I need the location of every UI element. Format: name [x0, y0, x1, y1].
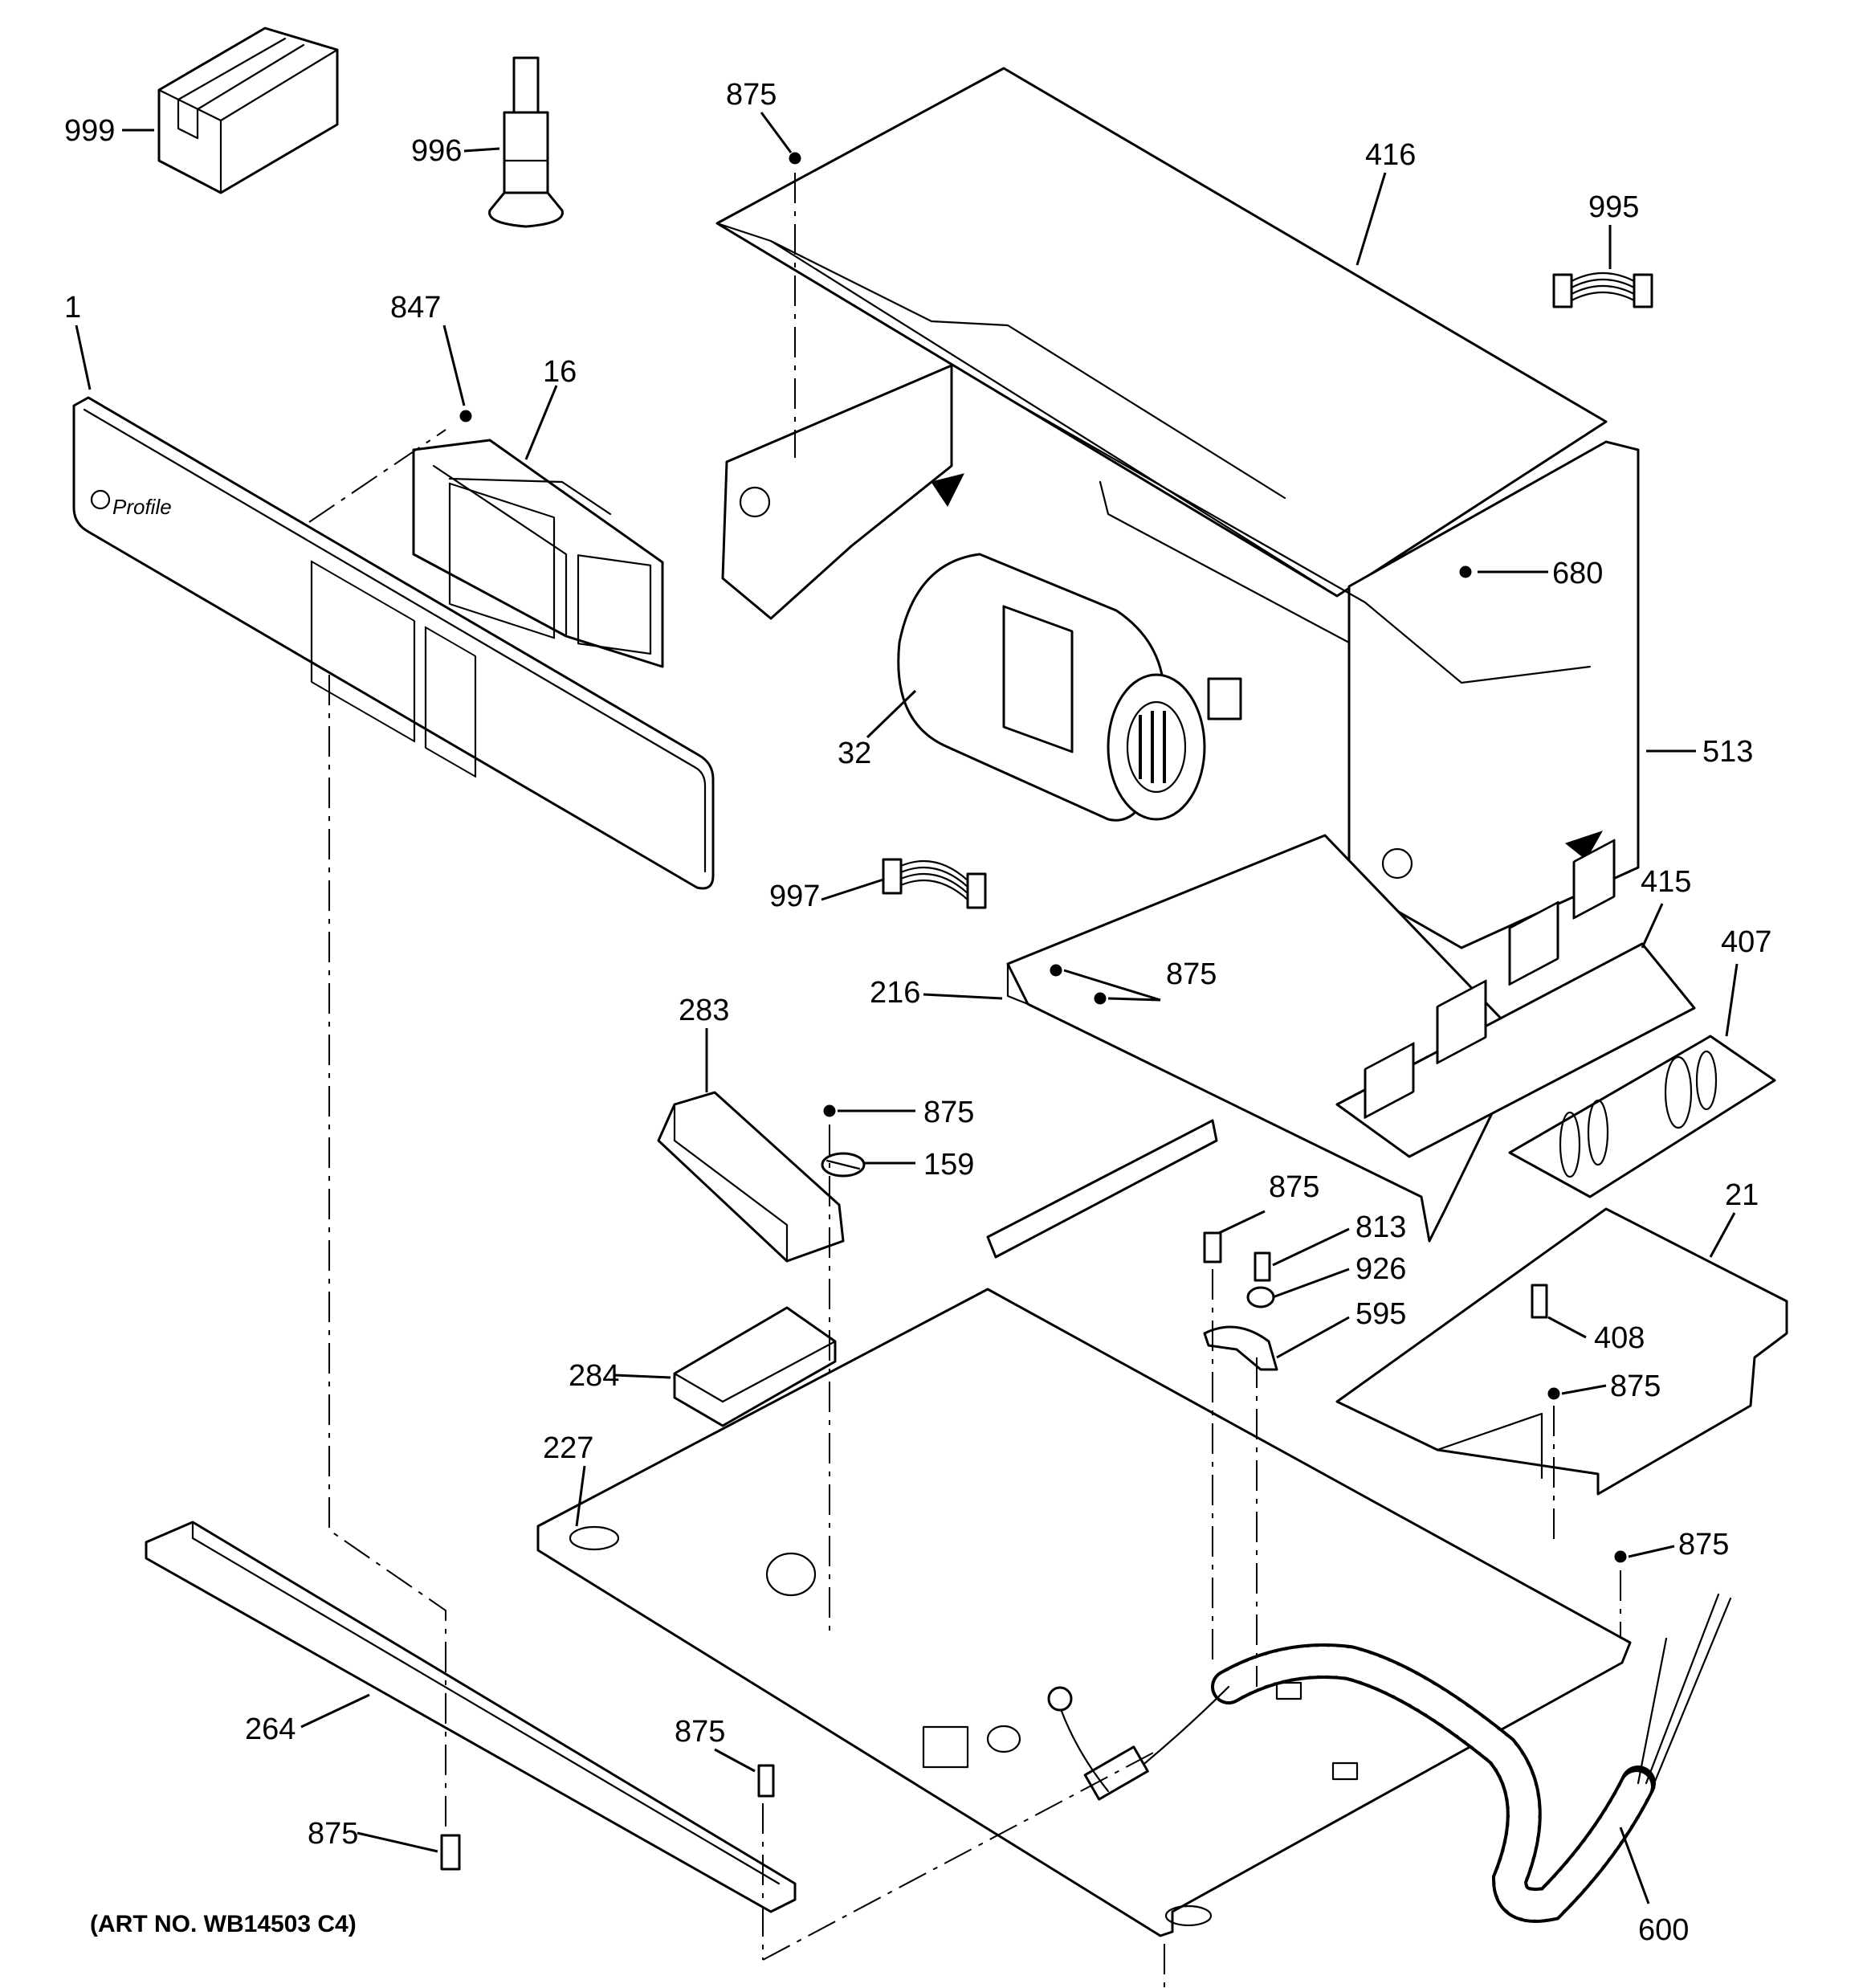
- label-32: 32: [838, 737, 871, 770]
- part-number-labels: 999 996 875 416 995 1 847 16 680 32 513 …: [64, 78, 1771, 1947]
- screw-icon-group: [440, 152, 1627, 1871]
- part-283-channel: [657, 1091, 845, 1263]
- part-997-wire-jumper: [882, 858, 987, 909]
- label-227: 227: [543, 1431, 593, 1465]
- screw-icon: [1459, 565, 1472, 578]
- leader-lines: [75, 112, 1739, 1904]
- part-227-base-plate: [536, 1288, 1632, 1937]
- label-21: 21: [1725, 1178, 1759, 1212]
- part-264-front-rail: [145, 1521, 797, 1913]
- part-415-relay-board: [1335, 839, 1696, 1158]
- screw-icon: [1614, 1550, 1627, 1563]
- label-875: 875: [1678, 1528, 1729, 1561]
- label-600: 600: [1638, 1913, 1689, 1947]
- label-283: 283: [679, 994, 729, 1027]
- screw-icon: [1203, 1231, 1222, 1263]
- label-216: 216: [870, 976, 920, 1010]
- art-number: (ART NO. WB14503 C4): [90, 1911, 357, 1937]
- label-513: 513: [1702, 735, 1753, 769]
- part-16-control-assembly: [412, 439, 664, 668]
- label-875: 875: [726, 78, 777, 112]
- label-415: 415: [1641, 865, 1691, 899]
- label-926: 926: [1355, 1252, 1406, 1286]
- label-875: 875: [1610, 1370, 1661, 1403]
- label-407: 407: [1721, 925, 1771, 959]
- label-875: 875: [308, 1817, 358, 1851]
- label-997: 997: [769, 880, 820, 913]
- part-159-thermostat: [821, 1152, 866, 1178]
- part-284-bracket: [673, 1306, 837, 1427]
- label-284: 284: [569, 1359, 619, 1393]
- label-875: 875: [675, 1715, 725, 1749]
- label-1: 1: [64, 291, 81, 325]
- label-999: 999: [64, 114, 115, 148]
- washer-icon: [1246, 1286, 1275, 1308]
- part-995-wire-jumper: [1552, 271, 1653, 308]
- screw-icon: [1050, 964, 1062, 977]
- screw-icon: [1547, 1387, 1560, 1400]
- part-1-control-panel: Profile: [72, 396, 715, 890]
- screw-icon: [789, 152, 801, 165]
- label-875: 875: [1269, 1170, 1319, 1204]
- label-996: 996: [411, 134, 462, 168]
- screw-icon: [1254, 1251, 1271, 1282]
- part-996-leveling-leg: [488, 56, 564, 228]
- screw-icon: [1094, 992, 1107, 1005]
- screw-icon: [757, 1764, 775, 1798]
- part-513-housing: [721, 364, 1640, 949]
- part-999-carton: [157, 27, 339, 194]
- assembly-guide-lines: [308, 173, 1621, 1988]
- clip-icon: [1531, 1284, 1548, 1319]
- label-408: 408: [1594, 1321, 1645, 1355]
- part-416-top-cover: [715, 67, 1608, 598]
- part-32-convection-fan: [897, 553, 1242, 822]
- label-847: 847: [390, 291, 441, 325]
- label-875: 875: [1166, 957, 1217, 991]
- label-680: 680: [1552, 557, 1603, 590]
- label-875: 875: [923, 1096, 974, 1129]
- label-995: 995: [1588, 190, 1639, 224]
- part-21-plate: [1335, 1207, 1788, 1496]
- part-600-power-cord: [1047, 1593, 1732, 1923]
- label-16: 16: [543, 355, 577, 389]
- screw-icon: [440, 1834, 461, 1871]
- part-407-power-board: [1508, 1035, 1776, 1198]
- screw-icon: [459, 410, 472, 423]
- screw-icon: [823, 1104, 836, 1117]
- label-264: 264: [245, 1712, 296, 1746]
- brand-logo: Profile: [112, 495, 172, 519]
- clip-icon: [1203, 1325, 1278, 1371]
- label-159: 159: [923, 1148, 974, 1182]
- label-595: 595: [1355, 1297, 1406, 1331]
- label-416: 416: [1365, 138, 1416, 172]
- label-813: 813: [1355, 1210, 1406, 1244]
